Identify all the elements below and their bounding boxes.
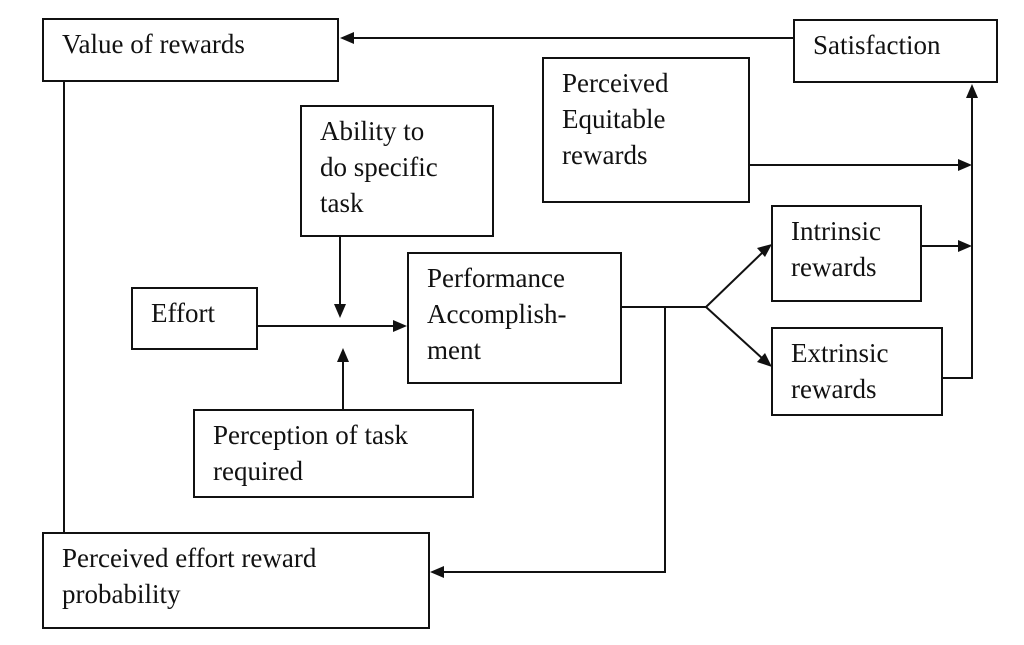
satisfaction-label: Satisfaction xyxy=(813,30,941,60)
ability-label-line-1: Ability to xyxy=(320,116,425,146)
arrowhead xyxy=(340,32,354,44)
intrinsic-rewards-label-line-2: rewards xyxy=(791,252,877,282)
performance-accomplishment-box: Performance Accomplish- ment xyxy=(407,252,622,384)
perceived-effort-reward-label-line-1: Perceived effort reward xyxy=(62,543,317,573)
satisfaction-box: Satisfaction xyxy=(793,19,998,83)
perceived-equitable-rewards-label-line-2: Equitable xyxy=(562,104,666,134)
arrowhead xyxy=(430,566,444,578)
intrinsic-rewards-label-line-1: Intrinsic xyxy=(791,216,881,246)
extrinsic-rewards-box: Extrinsic rewards xyxy=(771,327,943,416)
ability-label-line-3: task xyxy=(320,188,364,218)
performance-label-line-2: Accomplish- xyxy=(427,299,567,329)
perception-of-task-label-line-2: required xyxy=(213,456,303,486)
effort-box: Effort xyxy=(131,287,258,350)
perception-of-task-label-line-1: Perception of task xyxy=(213,420,408,450)
value-of-rewards-label: Value of rewards xyxy=(62,29,245,59)
arrowhead xyxy=(337,348,349,362)
intrinsic-rewards-box: Intrinsic rewards xyxy=(771,205,922,302)
perceived-equitable-rewards-label-line-3: rewards xyxy=(562,140,648,170)
extrinsic-rewards-label-line-2: rewards xyxy=(791,374,877,404)
arrowhead xyxy=(958,159,972,171)
ability-box: Ability to do specific task xyxy=(300,105,494,237)
perceived-equitable-rewards-label-line-1: Perceived xyxy=(562,68,669,98)
edge-branch-to-intrinsic xyxy=(705,251,764,308)
arrowhead xyxy=(334,304,346,318)
arrowhead xyxy=(757,244,772,257)
perceived-effort-reward-label-line-2: probability xyxy=(62,579,181,609)
arrowhead xyxy=(393,320,407,332)
arrowhead xyxy=(958,240,972,252)
perceived-equitable-rewards-box: Perceived Equitable rewards xyxy=(542,57,750,203)
edge-performance-to-effort-probability xyxy=(442,307,666,573)
extrinsic-rewards-label-line-1: Extrinsic xyxy=(791,338,889,368)
ability-label-line-2: do specific xyxy=(320,152,438,182)
edge-extrinsic-to-satisfaction xyxy=(940,96,973,379)
edge-branch-to-extrinsic xyxy=(705,306,764,360)
effort-label: Effort xyxy=(151,298,215,328)
arrowhead xyxy=(757,353,772,367)
value-of-rewards-box: Value of rewards xyxy=(42,18,339,82)
performance-label-line-1: Performance xyxy=(427,263,565,293)
perceived-effort-reward-probability-box: Perceived effort reward probability xyxy=(42,532,430,629)
performance-label-line-3: ment xyxy=(427,335,481,365)
arrowhead xyxy=(966,84,978,98)
perception-of-task-box: Perception of task required xyxy=(193,409,474,498)
